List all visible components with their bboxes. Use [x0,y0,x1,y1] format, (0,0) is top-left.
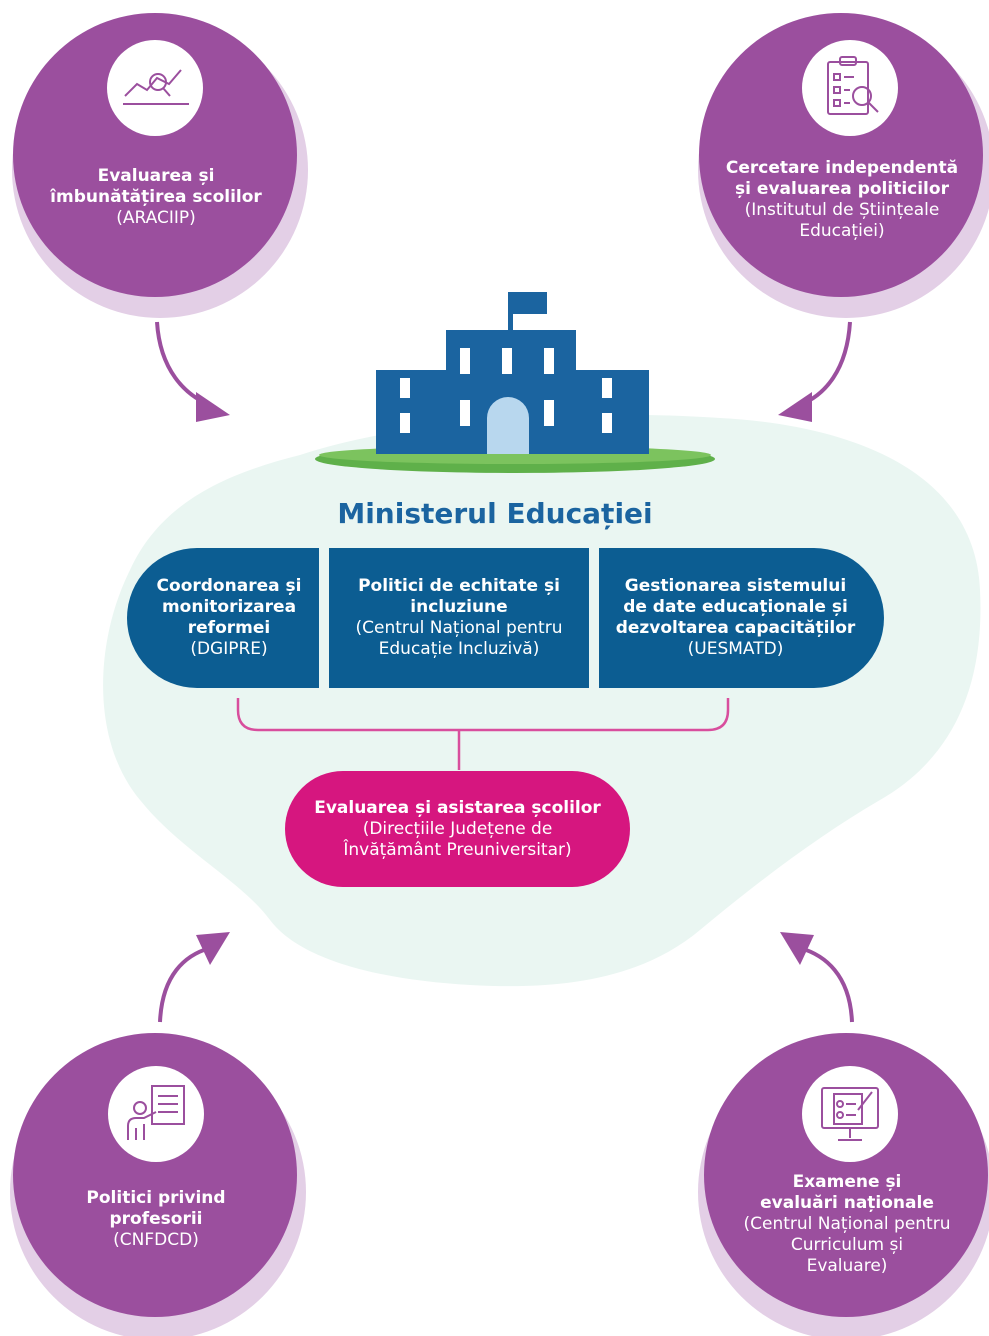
circle-title-line-2: îmbunătățirea scolilor [50,187,262,207]
box-subtitle-line-2: Educație Incluzivă) [378,639,540,659]
circle-title-line-2: evaluări naționale [760,1193,934,1213]
box-subtitle: (DGIPRE) [190,639,268,659]
circle-title-line-1: Evaluarea și [97,166,215,186]
box-title-line-1: Politici de echitate și [358,576,560,596]
box-reform-coordination: Coordonarea și monitorizarea reformei (D… [127,548,319,688]
box-title-line-3: dezvoltarea capacităților [615,618,856,638]
pink-box-subtitle-line-2: Învățământ Preuniversitar) [343,839,572,860]
clipboard-search-icon [827,56,879,115]
circle-subtitle: (ARACIIP) [116,208,196,228]
circle-title-line-2: profesorii [109,1209,203,1229]
icon-disc-top-left [107,40,203,136]
box-title-line-1: Gestionarea sistemului [624,576,847,596]
box-subtitle-line-1: (Centrul Național pentru [355,618,563,638]
connector-bracket [236,698,730,732]
icon-disc-bottom-right [802,1066,898,1162]
circle-bottom-left [13,1033,297,1317]
pink-box-title: Evaluarea și asistarea școlilor [314,797,601,818]
box-data-system: Gestionarea sistemului de date educațion… [599,548,884,688]
arrow-top-left [155,321,211,407]
arrow-head-bottom-left [196,932,230,965]
circle-label-bottom-right: Examene și evaluări naționale (Centrul N… [705,1172,989,1277]
box-title-line-1: Coordonarea și [156,576,302,596]
circle-title-line-1: Cercetare independentă [725,158,959,178]
pink-box-subtitle-line-1: (Direcțiile Județene de [362,818,553,839]
arrow-top-right [799,321,852,407]
circle-subtitle-line-2: Curriculum și [790,1235,904,1255]
chart-magnifier-icon [123,69,189,105]
circle-title-line-2: și evaluarea politicilor [735,179,949,199]
arrow-head-top-right [778,392,812,422]
arrow-bottom-left [158,946,211,1023]
box-title-line-3: reformei [187,618,271,638]
box-title-line-2: incluziune [410,597,508,617]
circle-subtitle-line-1: (Centrul Național pentru [743,1214,951,1234]
ministry-building-icon [315,292,715,473]
circle-top-right [699,13,983,297]
ministry-title: Ministerul Educației [337,497,653,530]
monitor-checklist-icon [821,1087,879,1141]
box-school-assistance: Evaluarea și asistarea școlilor (Direcți… [285,771,630,887]
circle-title-line-1: Politici privind [86,1188,226,1208]
circle-subtitle-line-1: (Institutul de Științeale [744,200,940,220]
icon-disc-bottom-left [108,1066,204,1162]
box-title-line-2: de date educaționale și [623,597,848,617]
arrow-head-bottom-right [780,932,814,965]
arrow-bottom-right [799,946,854,1023]
circle-label-bottom-left: Politici privind profesorii (CNFDCD) [15,1188,297,1251]
circle-subtitle-line-2: Educației) [799,221,885,241]
teacher-board-icon [127,1085,185,1140]
circle-label-top-left: Evaluarea și îmbunătățirea scolilor (ARA… [15,166,297,229]
circle-bottom-right [704,1033,988,1317]
box-title-line-2: monitorizarea [161,597,297,617]
circle-subtitle: (CNFDCD) [113,1230,199,1250]
circle-subtitle-line-3: Evaluare) [806,1256,888,1276]
box-equity-inclusion: Politici de echitate și incluziune (Cent… [329,548,589,688]
circle-label-top-right: Cercetare independentă și evaluarea poli… [700,158,984,242]
circle-title-line-1: Examene și [792,1172,902,1192]
arrow-head-top-left [196,392,230,422]
box-subtitle: (UESMATD) [687,639,784,659]
circle-top-left [13,13,297,297]
icon-disc-top-right [802,40,898,136]
